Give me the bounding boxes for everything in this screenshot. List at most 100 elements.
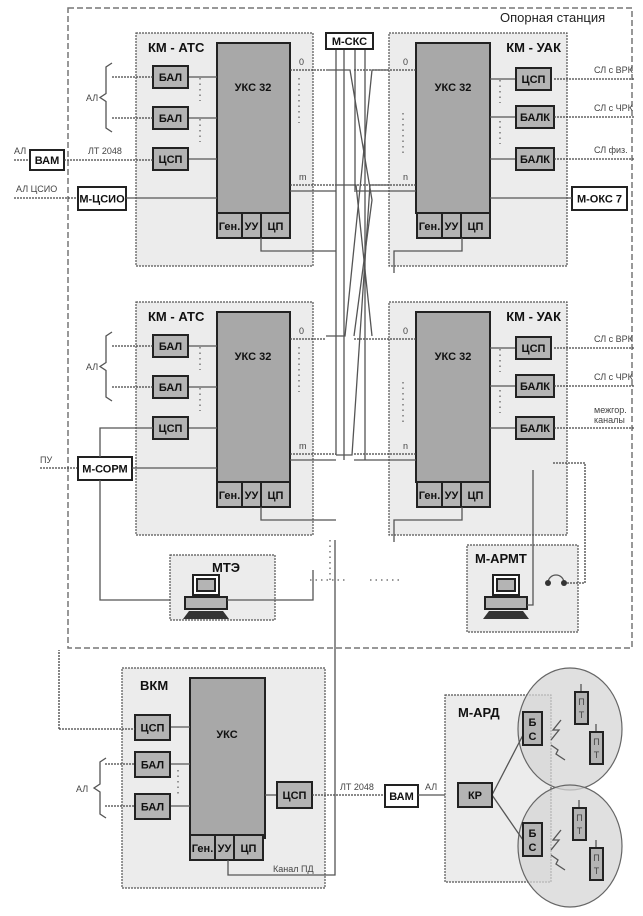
vam-al-label: АЛ [14, 146, 26, 156]
vam-block-bottom-frame [384, 784, 419, 808]
connection-line [393, 238, 463, 273]
port-m-label: m [299, 441, 307, 451]
base-station-label-2: С [529, 731, 537, 743]
m-oks7-block-label: М-ОКС 7 [577, 194, 622, 206]
terminal-label-2: Т [594, 866, 600, 876]
port-0-label: 0 [299, 326, 304, 336]
balk-block: БАЛК [515, 374, 555, 398]
switch-uks32 [216, 311, 291, 483]
lt2048-label: ЛТ 2048 [88, 146, 122, 156]
computer-icon [483, 574, 529, 619]
switch-uks32 [415, 42, 491, 214]
generator-label: Ген. [419, 221, 441, 233]
control-unit-label: УУ [245, 490, 259, 502]
bal-block-label: БАЛ [141, 802, 164, 814]
port-0-label: 0 [403, 57, 408, 67]
balk-block: БАЛК [515, 416, 555, 440]
terminal-frame [589, 847, 604, 881]
terminal-frame [589, 731, 604, 765]
kr-block-frame [457, 782, 493, 808]
intercity-label-2: каналы [594, 415, 625, 425]
cpu-cell [460, 212, 491, 239]
csp-block-label: ЦСП [522, 343, 546, 355]
bal-block-frame [134, 793, 171, 820]
terminal-label-2: Т [577, 826, 583, 836]
bal-block: БАЛ [134, 751, 171, 778]
terminal-frame [572, 807, 587, 841]
portable-terminal-1: ПТ [574, 684, 589, 725]
cross-connections: М-СКС [310, 32, 400, 581]
csp-block: ЦСП [134, 714, 171, 741]
m-ard-title: М-АРД [458, 705, 500, 720]
vam-block-top: ВАМ [29, 149, 65, 171]
intercity-label-1: межгор. [594, 405, 627, 415]
control-unit-label: УУ [445, 221, 459, 233]
m-sorm-block: М-СОРМ [77, 456, 133, 481]
subscriber-lines-label: АЛ [86, 93, 98, 103]
bal-block: БАЛ [152, 334, 189, 358]
reference-station-border [67, 7, 633, 649]
bal-block-label: БАЛ [159, 72, 182, 84]
m-armt-title: М-АРМТ [475, 551, 527, 566]
system-unit-icon [484, 596, 528, 610]
balk-block-label: БАЛК [520, 154, 550, 166]
mte-title: МТЭ [212, 560, 240, 575]
trunk-chrk-label: СЛ с ЧРК [594, 372, 634, 382]
generator-cell [416, 212, 443, 239]
portable-terminal-3: ПТ [572, 800, 587, 841]
csp-block-label: ЦСП [159, 423, 183, 435]
switch-uks32 [415, 311, 491, 483]
data-channel-label: Канал ПД [273, 864, 314, 874]
kr-block: КР [457, 782, 493, 808]
m-sks-block-label: М-СКС [332, 36, 367, 48]
m-csio-block: М-ЦСИО [77, 186, 127, 211]
generator-label: Ген. [219, 490, 241, 502]
connection-line [260, 238, 336, 252]
keyboard-icon [183, 611, 229, 619]
control-unit-label: УУ [245, 221, 259, 233]
connection-line [527, 470, 534, 606]
balk-block-label: БАЛК [520, 423, 550, 435]
connection-line [260, 507, 336, 521]
bal-block-label: БАЛ [159, 113, 182, 125]
csp-block-right-frame [276, 781, 313, 809]
vkm-al-label: АЛ [76, 784, 88, 794]
km-uak-title: КМ - УАК [506, 40, 561, 55]
trunk-physical-label: СЛ физ. [594, 145, 628, 155]
balk-block: БАЛК [515, 105, 555, 129]
terminal-label-2: Т [594, 750, 600, 760]
switch-uks [189, 677, 266, 839]
vam-block-top-label: ВАМ [35, 155, 60, 167]
balk-block-label: БАЛК [520, 381, 550, 393]
connection-line [553, 462, 586, 584]
cpu-label: ЦП [268, 490, 284, 502]
base-station-label-1: Б [529, 828, 537, 840]
balk-block-label: БАЛК [520, 112, 550, 124]
reference-station: Опорная станция [67, 7, 633, 649]
km-uak-title: КМ - УАК [506, 309, 561, 324]
control-unit-label: УУ [218, 843, 232, 855]
bal-block: БАЛ [152, 65, 189, 89]
switch-uks32-label: УКС 32 [235, 351, 272, 363]
switch-uks32-label: УКС 32 [235, 82, 272, 94]
mte-module: МТЭ [169, 554, 314, 621]
cpu-cell [233, 834, 264, 861]
screen-icon [496, 578, 516, 592]
headset-right [561, 580, 567, 586]
connection-line [227, 570, 314, 601]
connection-line [99, 427, 153, 457]
km-ats-title: КМ - АТС [148, 40, 205, 55]
terminal-label-1: П [576, 813, 582, 823]
csp-block: ЦСП [515, 67, 552, 91]
cross-line [326, 69, 373, 337]
balk-block: БАЛК [515, 147, 555, 171]
portable-terminal-4: ПТ [589, 840, 604, 881]
base-station-frame [522, 711, 543, 746]
vam-block-bottom: ВАМ [384, 784, 419, 808]
trunk-vrk-label: СЛ с ВРК [594, 65, 634, 75]
port-n-label: n [403, 172, 408, 182]
trunk-chrk-label: СЛ с ЧРК [594, 103, 634, 113]
radio-link-icon [550, 854, 566, 871]
csp-block-right-label: ЦСП [283, 790, 307, 802]
